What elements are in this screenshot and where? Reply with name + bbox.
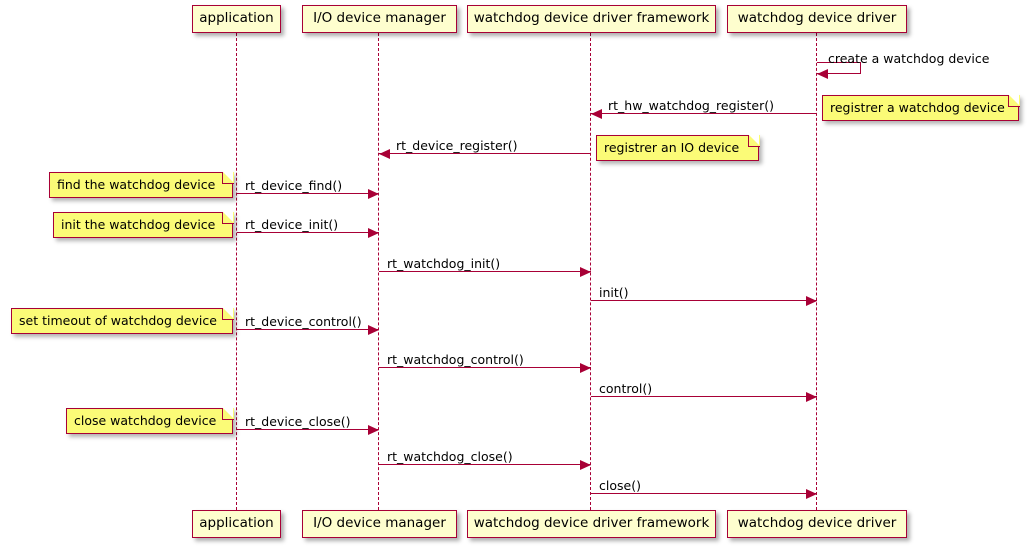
participant-header-framework[interactable]: watchdog device driver framework: [467, 5, 716, 33]
participant-label: I/O device manager: [313, 515, 446, 532]
note-fold-corner-icon: [221, 210, 234, 224]
message-label-rt-watchdog-close: rt_watchdog_close(): [387, 449, 513, 464]
arrowhead-close: [806, 489, 817, 499]
arrowhead-rt-watchdog-close: [580, 460, 591, 470]
message-label-rt-device-control: rt_device_control(): [245, 314, 362, 329]
participant-footer-io_manager[interactable]: I/O device manager: [302, 510, 457, 538]
participant-label: application: [199, 10, 274, 27]
message-label-rt-device-register: rt_device_register(): [396, 138, 518, 153]
message-label-rt-hw-watchdog-register: rt_hw_watchdog_register(): [608, 98, 774, 113]
message-label-rt-watchdog-init: rt_watchdog_init(): [387, 256, 501, 271]
note-text: init the watchdog device: [61, 216, 216, 232]
message-label-init: init(): [599, 285, 629, 300]
arrowhead-rt-device-register: [379, 149, 390, 159]
message-line-rt-watchdog-close: [379, 464, 591, 465]
participant-footer-framework[interactable]: watchdog device driver framework: [467, 510, 716, 538]
message-label-rt-watchdog-control: rt_watchdog_control(): [387, 352, 524, 367]
message-label-rt-device-close: rt_device_close(): [245, 414, 351, 429]
note-close-watchdog-device[interactable]: close watchdog device: [66, 406, 234, 434]
message-label-create-a-watchdog-device: create a watchdog device: [828, 51, 990, 66]
arrowhead-rt-hw-watchdog-register: [591, 109, 602, 119]
note-find-the-watchdog-device[interactable]: find the watchdog device: [49, 170, 234, 198]
lifeline-driver: [816, 33, 818, 510]
lifeline-application: [236, 33, 238, 510]
message-line-rt-device-register: [379, 153, 591, 154]
message-line-rt-device-find: [237, 193, 379, 194]
note-registrer-a-watchdog-device[interactable]: registrer a watchdog device: [822, 93, 1020, 121]
arrowhead-rt-device-find: [368, 189, 379, 199]
arrowhead-rt-device-control: [368, 325, 379, 335]
message-line-control: [591, 396, 817, 397]
participant-label: watchdog device driver: [737, 515, 897, 532]
note-set-timeout-of-watchdog-device[interactable]: set timeout of watchdog device: [11, 306, 234, 334]
participant-footer-application[interactable]: application: [192, 510, 281, 538]
message-line-close: [591, 493, 817, 494]
participant-label: application: [199, 515, 274, 532]
participant-label: I/O device manager: [313, 10, 446, 27]
note-text: find the watchdog device: [57, 176, 216, 192]
participant-header-driver[interactable]: watchdog device driver: [727, 5, 907, 33]
note-text: registrer an IO device: [604, 139, 740, 155]
participant-label: watchdog device driver: [737, 10, 897, 27]
note-text: registrer a watchdog device: [830, 99, 1005, 115]
message-line-rt-hw-watchdog-register: [591, 113, 817, 114]
message-label-close: close(): [599, 478, 641, 493]
message-label-rt-device-init: rt_device_init(): [245, 217, 339, 232]
arrowhead-rt-device-init: [368, 228, 379, 238]
message-label-control: control(): [599, 381, 653, 396]
arrowhead-rt-device-close: [368, 425, 379, 435]
note-fold-corner-icon: [747, 133, 760, 147]
participant-footer-driver[interactable]: watchdog device driver: [727, 510, 907, 538]
note-text: close watchdog device: [74, 412, 217, 428]
note-init-the-watchdog-device[interactable]: init the watchdog device: [53, 210, 234, 238]
note-fold-corner-icon: [221, 306, 234, 320]
note-fold-corner-icon: [221, 170, 234, 184]
arrowhead-create-a-watchdog-device: [817, 69, 828, 79]
message-line-rt-device-close: [237, 429, 379, 430]
note-registrer-an-io-device[interactable]: registrer an IO device: [596, 133, 760, 161]
lifeline-io_manager: [378, 33, 380, 510]
arrowhead-rt-watchdog-init: [580, 267, 591, 277]
participant-header-application[interactable]: application: [192, 5, 281, 33]
message-line-rt-device-control: [237, 329, 379, 330]
arrowhead-init: [806, 296, 817, 306]
message-line-rt-device-init: [237, 232, 379, 233]
participant-label: watchdog device driver framework: [473, 10, 710, 27]
participant-header-io_manager[interactable]: I/O device manager: [302, 5, 457, 33]
note-text: set timeout of watchdog device: [19, 312, 217, 328]
message-label-rt-device-find: rt_device_find(): [245, 178, 343, 193]
arrowhead-rt-watchdog-control: [580, 363, 591, 373]
arrowhead-control: [806, 392, 817, 402]
note-fold-corner-icon: [1007, 93, 1020, 107]
participant-label: watchdog device driver framework: [473, 515, 710, 532]
message-line-init: [591, 300, 817, 301]
message-line-rt-watchdog-init: [379, 271, 591, 272]
message-line-rt-watchdog-control: [379, 367, 591, 368]
self-message-loop-create-a-watchdog-device: [817, 62, 861, 74]
note-fold-corner-icon: [221, 406, 234, 420]
